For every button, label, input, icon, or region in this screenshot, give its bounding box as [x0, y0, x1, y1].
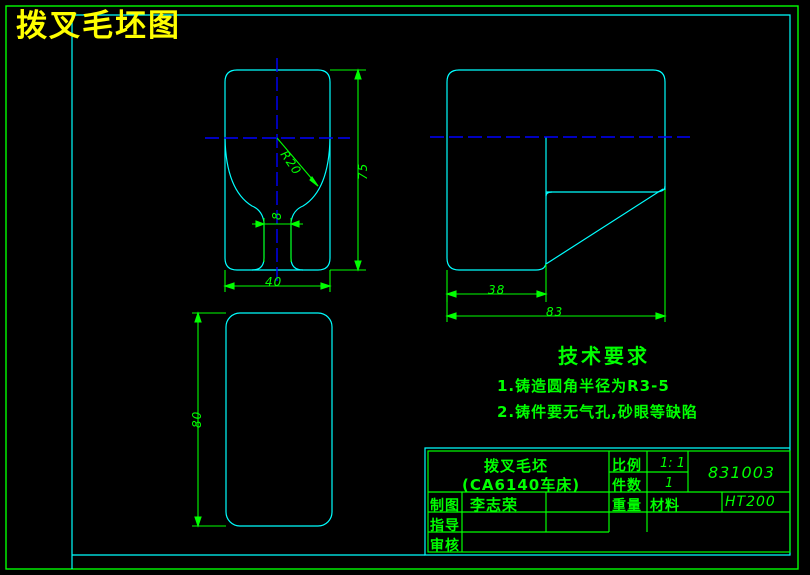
dimension-line-83 [445, 190, 667, 322]
dimension-text-8: 8 [270, 211, 284, 220]
quantity-value: 1 [665, 476, 674, 491]
material-label: 材料 [650, 498, 680, 514]
dimension-text-75: 75 [356, 162, 370, 180]
drawn-by-label: 制图 [430, 498, 460, 514]
dimension-line-40 [223, 270, 332, 292]
part-name-line1: 拨叉毛坯 [484, 457, 549, 475]
scale-label: 比例 [612, 458, 642, 474]
technical-note-2: 2.铸件要无气孔,砂眼等缺陷 [497, 403, 698, 421]
dimension-text-80: 80 [190, 410, 204, 428]
quantity-label: 件数 [612, 478, 642, 494]
side-view-outline [446, 69, 666, 271]
part-name-line2: (CA6140车床) [462, 476, 581, 494]
dimension-text-40: 40 [265, 275, 283, 289]
title-block-grid [427, 450, 791, 553]
drawing-number: 831003 [708, 463, 776, 482]
dimension-line-8 [252, 218, 303, 262]
technical-note-1: 1.铸造圆角半径为R3-5 [497, 377, 670, 395]
material-value: HT200 [725, 494, 776, 510]
dimension-line-38 [445, 264, 548, 302]
drawing-title: 拨叉毛坯图 [16, 8, 181, 44]
dimension-line-80 [192, 311, 226, 528]
sheet-outer-border [5, 5, 799, 570]
dimension-text-38: 38 [488, 283, 506, 297]
radius-leader-r20 [276, 137, 319, 187]
dimension-line-75 [330, 68, 366, 272]
scale-value: 1: 1 [660, 456, 686, 471]
check-label: 审核 [430, 538, 460, 554]
bottom-view-outline [225, 312, 333, 527]
sheet-inner-frame [71, 14, 791, 569]
dimension-text-83: 83 [546, 305, 564, 319]
technical-notes-heading: 技术要求 [558, 344, 650, 368]
drawn-by-value: 李志荣 [470, 496, 519, 514]
guide-label: 指导 [430, 518, 460, 534]
weight-label: 重量 [612, 498, 642, 514]
